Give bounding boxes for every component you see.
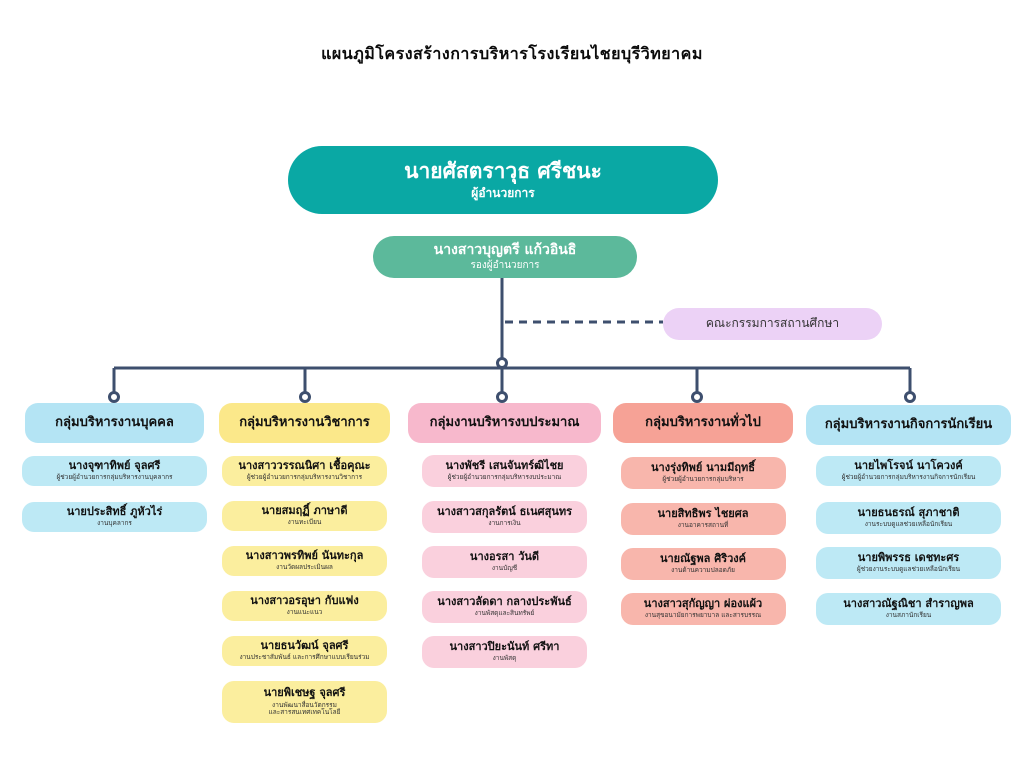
member-box: นายสมฤฏิ์ ภาษาดีงานทะเบียน <box>222 501 387 531</box>
member-role: งานสุขอนามัยการพยาบาล และสารบรรณ <box>644 611 762 620</box>
member-role: งานสภานักเรียน <box>885 611 932 620</box>
group-header: กลุ่มบริหารงานกิจการนักเรียน <box>806 405 1011 445</box>
member-box: นางสาวอรอุษา กับแฟงงานแนะแนว <box>222 591 387 621</box>
member-role: งานด้านความปลอดภัย <box>671 566 735 575</box>
member-name: นางสาววรรณนิศา เชื้อคุณะ <box>238 458 371 472</box>
member-role: ผู้ช่วยผู้อำนวยการกลุ่มบริหารงานบุคลากร <box>56 473 173 482</box>
member-role: งานระบบดูแลช่วยเหลือนักเรียน <box>864 520 953 529</box>
member-role: งานแนะแนว <box>286 608 323 617</box>
member-name: นางพัชรี เสนจันทร์ฒิไชย <box>445 458 564 472</box>
group-title: กลุ่มบริหารงานทั่วไป <box>645 414 761 430</box>
member-role: งานการเงิน <box>488 519 521 528</box>
member-role: งานประชาสัมพันธ์ และการศึกษาแบบเรียนร่วม <box>239 653 370 662</box>
branch-node <box>691 391 703 403</box>
branch-node <box>904 391 916 403</box>
member-role: ผู้ช่วยผู้อำนวยการกลุ่มบริหารงานวิชาการ <box>246 473 363 482</box>
deputy-director-name: นางสาวบุญตรี แก้วอินธิ <box>433 241 577 258</box>
branch-node <box>299 391 311 403</box>
member-role: งานบุคลากร <box>97 519 132 528</box>
member-box: นางอรสา วันดีงานบัญชี <box>422 546 587 578</box>
group-header: กลุ่มงานบริหารงบประมาณ <box>408 403 601 443</box>
member-name: นายพิพรรธ เดชทะศร <box>857 550 960 564</box>
member-role: ผู้ช่วยผู้อำนวยการกลุ่มบริหาร <box>662 475 744 484</box>
member-role: งานพัสดุ <box>492 654 517 663</box>
member-name: นายประสิทธิ์ ภูหัวไร่ <box>66 504 163 518</box>
member-box: นางสาวสุกัญญา ผ่องแผ้วงานสุขอนามัยการพยา… <box>620 593 786 625</box>
member-name: นายสมฤฏิ์ ภาษาดี <box>261 503 348 517</box>
member-role: ผู้ช่วยผู้อำนวยการกลุ่มบริหารงานกิจการนั… <box>841 473 976 482</box>
member-name: นางรุ่งทิพย์ นามมีฤทธิ์ <box>651 460 755 474</box>
member-box: นางสาวปิยะนันท์ ศรีทางานพัสดุ <box>422 636 587 668</box>
member-box: นายณัฐพล ศิริวงค์งานด้านความปลอดภัย <box>620 548 786 580</box>
group-header: กลุ่มบริหารงานวิชาการ <box>219 403 390 443</box>
member-name: นางสาวพรทิพย์ นันทะกุล <box>245 548 364 562</box>
member-name: นางอรสา วันดี <box>469 549 540 563</box>
member-role: ผู้ช่วยผู้อำนวยการกลุ่มบริหารงบประมาณ <box>447 473 562 482</box>
group-title: กลุ่มงานบริหารงบประมาณ <box>429 414 580 430</box>
branch-node <box>108 391 120 403</box>
group-title: กลุ่มบริหารงานบุคคล <box>55 414 174 430</box>
group-title: กลุ่มบริหารงานวิชาการ <box>239 414 370 430</box>
member-role: งานอาคารสถานที่ <box>677 521 729 530</box>
member-role: งานพัฒนาสื่อนวัตกรรม <box>272 700 337 709</box>
member-box: นายประสิทธิ์ ภูหัวไร่งานบุคลากร <box>22 502 207 532</box>
member-name: นางสาวอรอุษา กับแฟง <box>250 593 359 607</box>
member-name: นางสาวสกุลรัตน์ ธเนศสุนทร <box>436 504 573 518</box>
director-name: นายศัสตราวุธ ศรีชนะ <box>404 159 602 184</box>
branch-node <box>496 391 508 403</box>
member-box: นายสิทธิพร ไชยศลงานอาคารสถานที่ <box>620 503 786 535</box>
junction-node <box>496 357 508 369</box>
director-role: ผู้อำนวยการ <box>471 186 535 201</box>
group-header: กลุ่มบริหารงานบุคคล <box>25 403 204 443</box>
member-name: นางสาวลัดดา กลางประพันธ์ <box>437 594 572 608</box>
member-role: งานพัสดุและสินทรัพย์ <box>474 609 535 618</box>
member-box: นายพิพรรธ เดชทะศรผู้ช่วยงานระบบดูแลช่วยเ… <box>816 547 1001 579</box>
member-name: นายพิเชษฐ จุลศรี <box>263 685 346 699</box>
member-name: นายธนวัฒน์ จุลศรี <box>260 638 349 652</box>
member-name: นายสิทธิพร ไชยศล <box>657 506 749 520</box>
deputy-director-role: รองผู้อำนวยการ <box>470 260 540 272</box>
school-committee-label: คณะกรรมการสถานศึกษา <box>705 316 840 331</box>
member-name: นางจุฑาทิพย์ จุลศรี <box>68 458 161 472</box>
director-box: นายศัสตราวุธ ศรีชนะ ผู้อำนวยการ <box>288 146 718 214</box>
member-role: ผู้ช่วยงานระบบดูแลช่วยเหลือนักเรียน <box>856 565 961 574</box>
member-role: งานวัดผลประเมินผล <box>276 563 333 572</box>
member-name: นางสาวณัฐณิชา สำราญพล <box>843 596 974 610</box>
member-box: นางพัชรี เสนจันทร์ฒิไชยผู้ช่วยผู้อำนวยกา… <box>422 455 587 487</box>
member-box: นางสาวลัดดา กลางประพันธ์งานพัสดุและสินทร… <box>422 591 587 623</box>
member-name: นายธนธรณ์ สุภาชาติ <box>857 505 960 519</box>
member-name: นางสาวปิยะนันท์ ศรีทา <box>449 639 560 653</box>
member-name: นายณัฐพล ศิริวงค์ <box>659 551 747 565</box>
member-box: นางสาวพรทิพย์ นันทะกุลงานวัดผลประเมินผล <box>222 546 387 576</box>
member-role: งานทะเบียน <box>287 518 322 527</box>
group-title: กลุ่มบริหารงานกิจการนักเรียน <box>824 416 993 432</box>
member-box: นางสาวณัฐณิชา สำราญพลงานสภานักเรียน <box>816 593 1001 625</box>
member-name: นางสาวสุกัญญา ผ่องแผ้ว <box>643 596 763 610</box>
member-box: นายไพโรจน์ นาโควงค์ผู้ช่วยผู้อำนวยการกลุ… <box>816 456 1001 486</box>
member-box: นางจุฑาทิพย์ จุลศรีผู้ช่วยผู้อำนวยการกลุ… <box>22 456 207 486</box>
member-box: นายพิเชษฐ จุลศรีงานพัฒนาสื่อนวัตกรรมและส… <box>222 681 387 723</box>
deputy-director-box: นางสาวบุญตรี แก้วอินธิ รองผู้อำนวยการ <box>373 236 637 278</box>
member-box: นางสาววรรณนิศา เชื้อคุณะผู้ช่วยผู้อำนวยก… <box>222 456 387 486</box>
member-name: นายไพโรจน์ นาโควงค์ <box>854 458 963 472</box>
member-role: งานบัญชี <box>491 564 518 573</box>
member-box: นายธนธรณ์ สุภาชาติงานระบบดูแลช่วยเหลือนั… <box>816 502 1001 534</box>
page-title: แผนภูมิโครงสร้างการบริหารโรงเรียนไชยบุรี… <box>321 44 703 63</box>
member-box: นางรุ่งทิพย์ นามมีฤทธิ์ผู้ช่วยผู้อำนวยกา… <box>620 457 786 489</box>
school-committee-box: คณะกรรมการสถานศึกษา <box>663 308 882 340</box>
group-header: กลุ่มบริหารงานทั่วไป <box>613 403 793 443</box>
member-box: นายธนวัฒน์ จุลศรีงานประชาสัมพันธ์ และการ… <box>222 636 387 666</box>
member-role-line2: และสารสนเทศเทคโนโลยี <box>268 708 341 717</box>
member-box: นางสาวสกุลรัตน์ ธเนศสุนทรงานการเงิน <box>422 501 587 533</box>
